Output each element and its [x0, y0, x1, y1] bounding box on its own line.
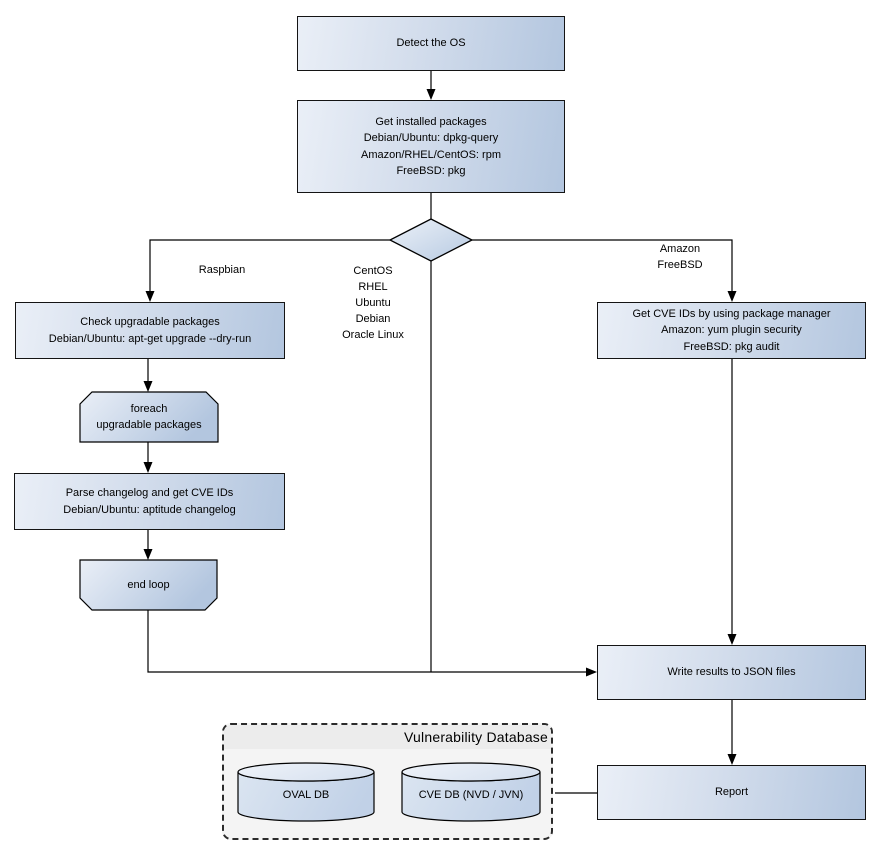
edge-endloop-to-write	[147, 610, 586, 673]
connector-lines	[147, 71, 733, 794]
edge-decision-right	[472, 239, 733, 291]
arrowhead-write-top	[727, 634, 737, 645]
arrowhead-parse	[143, 462, 153, 473]
decision-diamond	[388, 218, 474, 262]
arrowhead-report	[727, 754, 737, 765]
node-get-cve-ids-package-manager: Get CVE IDs by using package manager Ama…	[597, 302, 866, 359]
node-get-installed-packages: Get installed packages Debian/Ubuntu: dp…	[297, 100, 565, 193]
branch-label-raspbian: Raspbian	[198, 264, 246, 277]
node-parse-changelog: Parse changelog and get CVE IDs Debian/U…	[14, 473, 285, 530]
node-report: Report	[597, 765, 866, 820]
arrowhead-endloop	[143, 549, 153, 560]
branch-label-amazon-freebsd: Amazon FreeBSD	[657, 243, 703, 271]
branch-label-centos-rhel-ubuntu-debian-oracle: CentOS RHEL Ubuntu Debian Oracle Linux	[342, 265, 404, 341]
cve-db-label: CVE DB (NVD / JVN)	[418, 788, 524, 801]
node-detect-os: Detect the OS	[297, 16, 565, 71]
node-write-results-json: Write results to JSON files	[597, 645, 866, 700]
cve-db-cylinder-top	[401, 762, 541, 782]
vulnerability-database-title: Vulnerability Database	[224, 725, 551, 749]
arrowhead-write-left	[586, 667, 597, 677]
oval-db-label: OVAL DB	[282, 788, 330, 801]
arrowhead-getcve	[727, 291, 737, 302]
node-end-loop-label: end loop	[127, 578, 170, 591]
oval-db-cylinder-top	[237, 762, 375, 782]
foreach-loop-shape	[79, 391, 219, 443]
cve-db-cylinder	[401, 762, 541, 822]
arrowhead-check	[145, 291, 155, 302]
oval-db-cylinder	[237, 762, 375, 822]
node-foreach-loop-label: foreach upgradable packages	[96, 402, 202, 432]
arrowhead-foreach	[143, 381, 153, 392]
node-check-upgradable-packages: Check upgradable packages Debian/Ubuntu:…	[15, 302, 285, 359]
arrowhead-install	[426, 89, 436, 100]
arrowheads	[143, 89, 737, 765]
end-loop-shape	[79, 559, 218, 611]
edge-decision-left	[149, 239, 390, 291]
